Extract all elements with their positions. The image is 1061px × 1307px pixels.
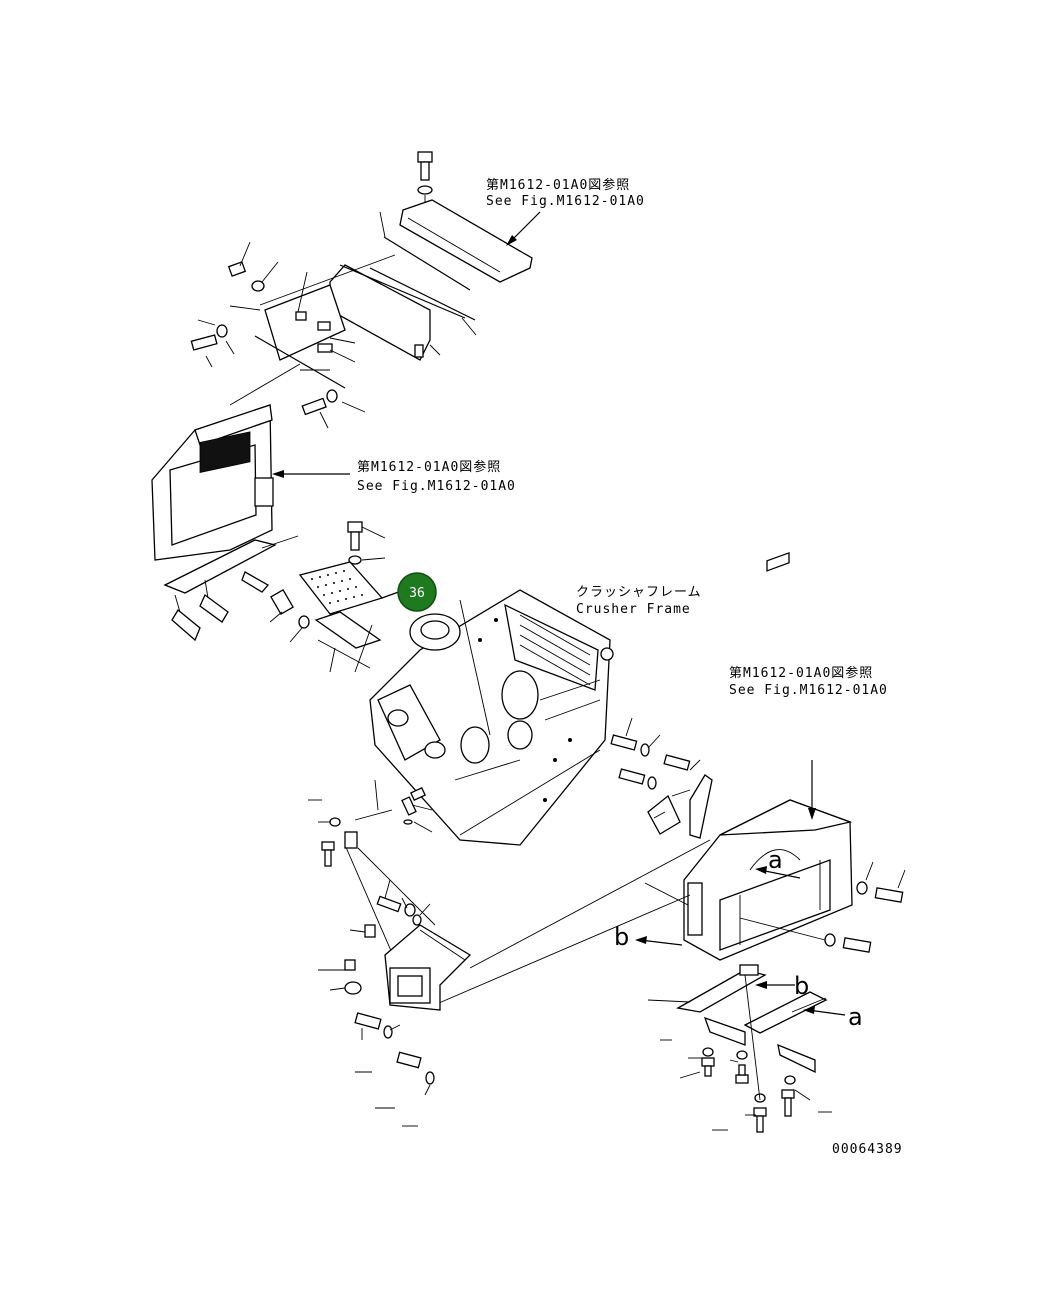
reference-left-en: See Fig.M1612-01A0: [357, 479, 516, 494]
reference-top: 第M1612-01A0図参照 See Fig.M1612-01A0: [486, 177, 645, 209]
upper-guard-side: [264, 284, 346, 361]
reference-right-jp: 第M1612-01A0図参照: [729, 665, 873, 681]
frame-side-bolts: [610, 717, 713, 839]
step-plate-assembly: 36: [269, 521, 437, 673]
arrow-label-a-upper: a: [768, 846, 783, 874]
lower-bracket-2: [743, 991, 828, 1034]
crusher-frame-label-en: Crusher Frame: [576, 602, 691, 617]
crusher-frame-label: クラッシャフレーム Crusher Frame: [576, 585, 702, 617]
reference-top-en: See Fig.M1612-01A0: [486, 194, 645, 209]
drawing-number-text: 00064389: [832, 1142, 903, 1157]
perforated-step-plate: [298, 561, 384, 615]
callout-number: 36: [409, 586, 425, 601]
left-hood-assembly: [151, 404, 350, 642]
top-cover-assembly: [190, 151, 533, 429]
crusher-frame-label-jp: クラッシャフレーム: [576, 585, 702, 600]
drawing-number: 00064389: [832, 1142, 903, 1157]
right-frame-assembly: [635, 551, 906, 961]
reference-left-jp: 第M1612-01A0図参照: [357, 459, 501, 475]
upper-left-bolts: [190, 261, 338, 416]
left-front-bracket: [308, 779, 472, 1127]
arrow-label-b-left: b: [614, 923, 629, 951]
lower-bracket-1: [676, 969, 767, 1013]
callout-36[interactable]: 36: [397, 572, 437, 612]
arrow-label-a-lower: a: [848, 1003, 863, 1031]
arrow-label-b-lower: b: [794, 972, 809, 1000]
reference-top-jp: 第M1612-01A0図参照: [486, 177, 630, 193]
reference-top-arrow: [509, 211, 541, 243]
reference-right: 第M1612-01A0図参照 See Fig.M1612-01A0: [729, 665, 888, 698]
top-bolt: [417, 151, 433, 212]
crusher-frame: [369, 589, 614, 846]
reference-right-en: See Fig.M1612-01A0: [729, 683, 888, 698]
hood-bracket: [163, 539, 277, 594]
lower-right-brackets: [647, 964, 846, 1133]
top-bracket: [399, 199, 533, 283]
assembly-guide-lines: [344, 839, 711, 1007]
reference-left: 第M1612-01A0図参照 See Fig.M1612-01A0: [357, 459, 516, 494]
